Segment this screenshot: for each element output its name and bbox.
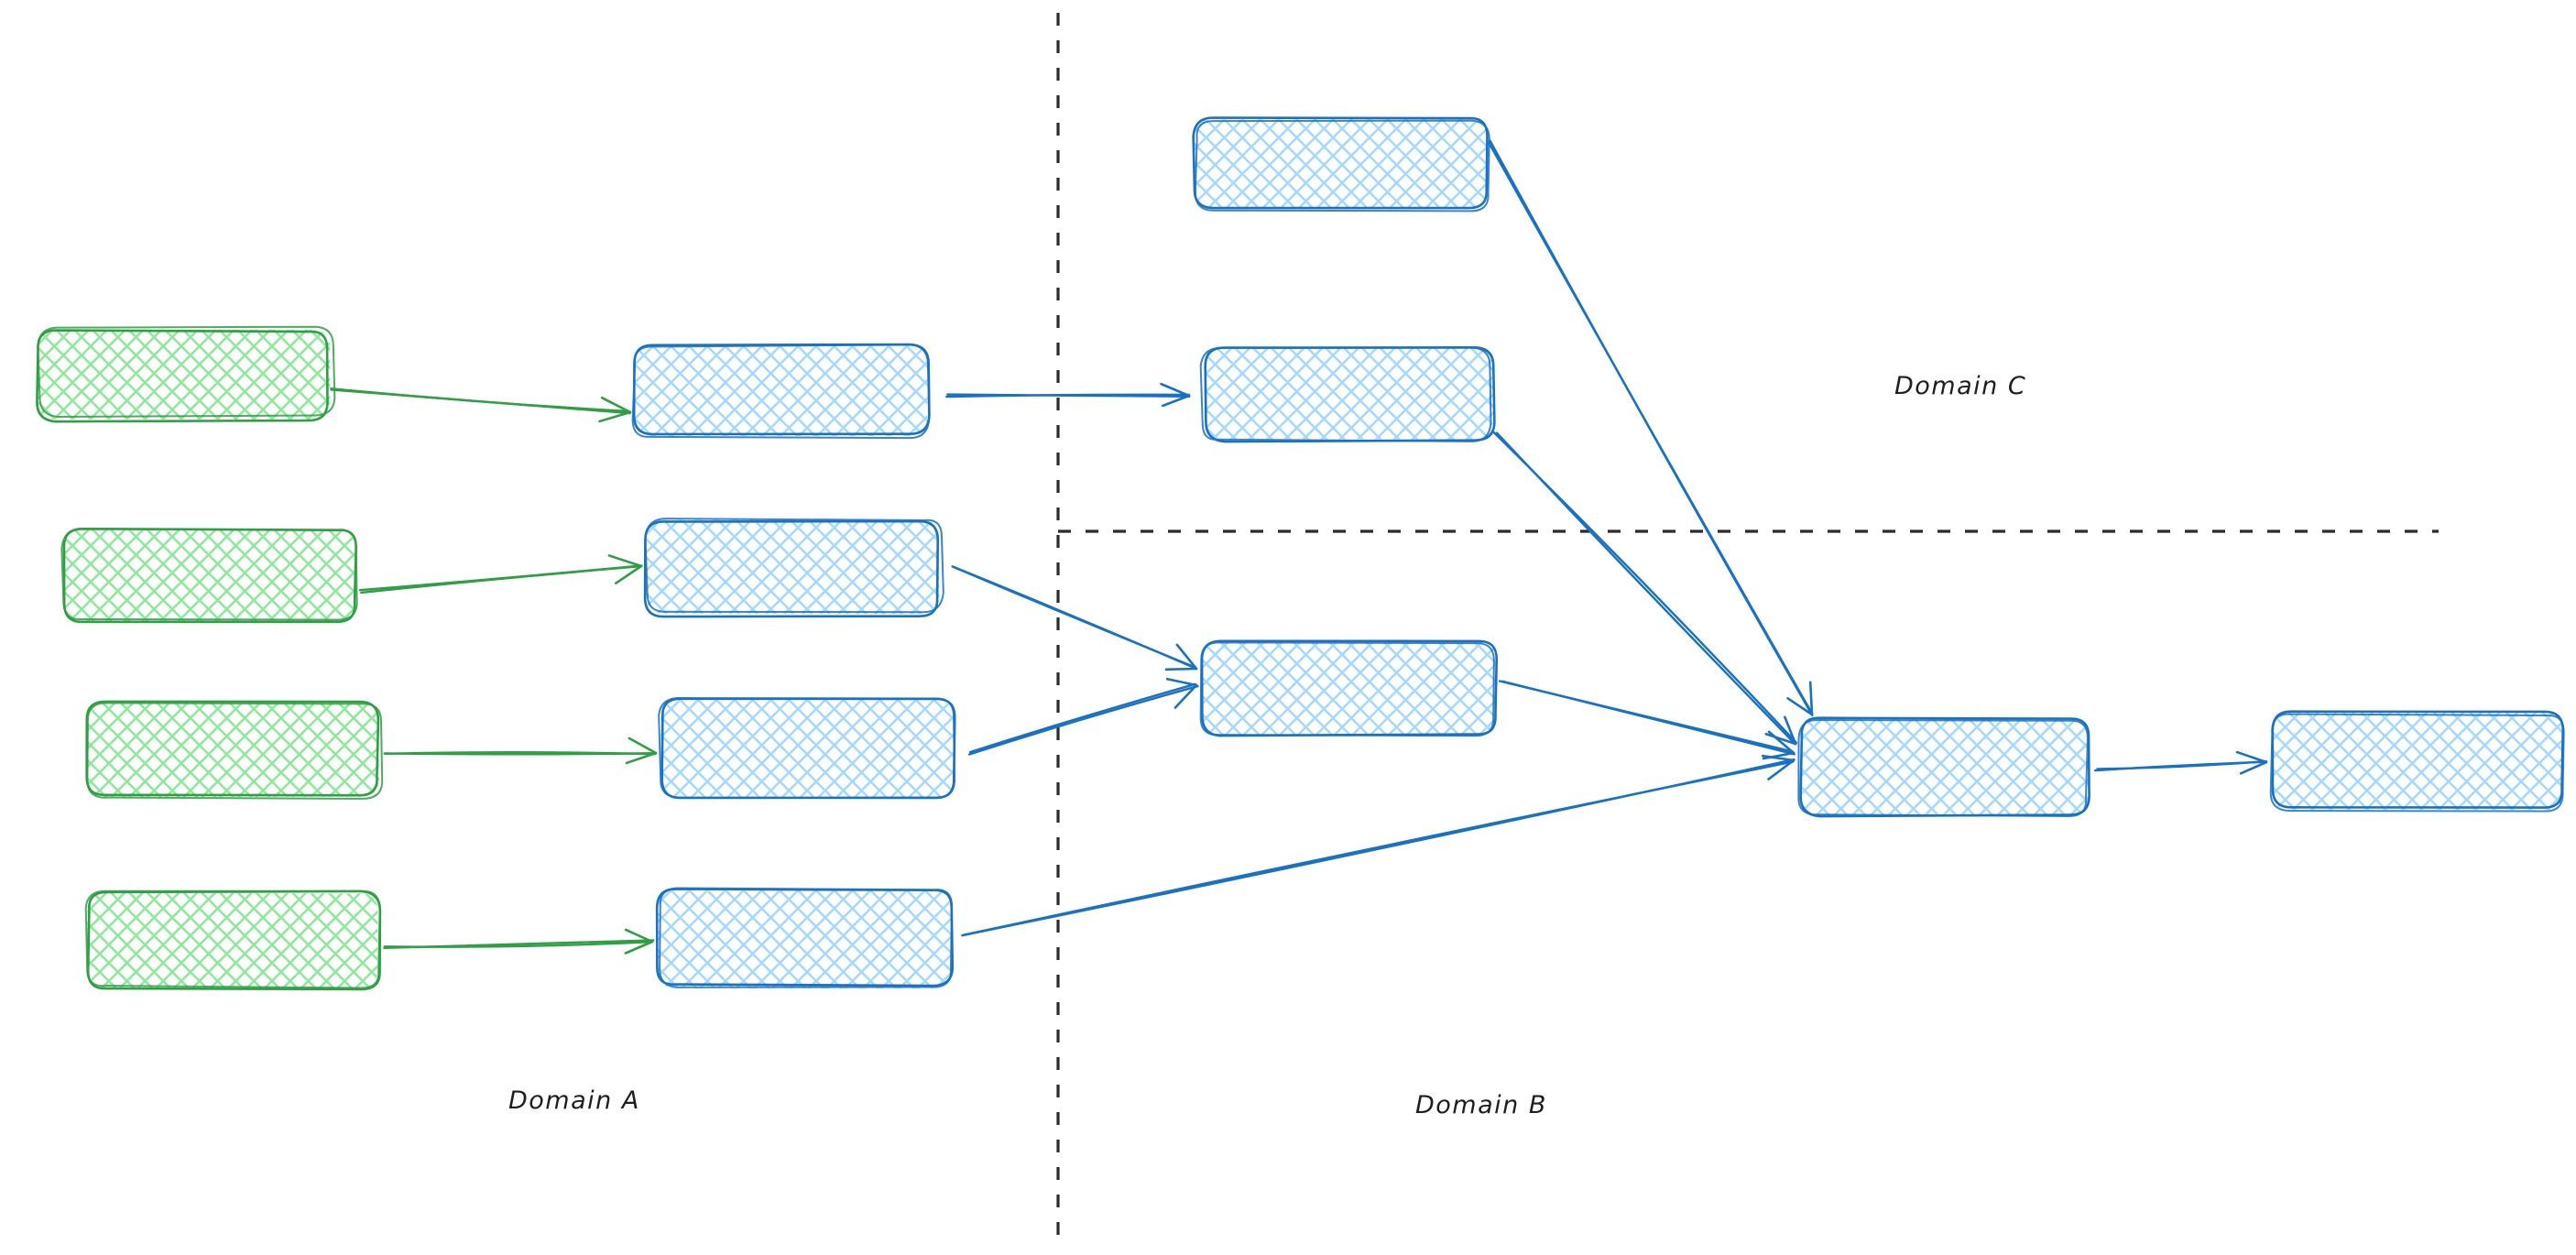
domain-a-label: Domain A: [508, 1086, 640, 1115]
node-a3[interactable]: [85, 700, 384, 800]
node-c3[interactable]: [1199, 639, 1499, 737]
node-a2[interactable]: [60, 527, 358, 624]
node-layer: [36, 116, 2565, 991]
edge-b2-c3: [951, 565, 1198, 671]
edge-a1-b1: [328, 387, 632, 423]
node-c1[interactable]: [1192, 116, 1490, 213]
node-d1[interactable]: [1797, 716, 2090, 818]
node-b1[interactable]: [631, 343, 931, 440]
edge-d1-e1: [2093, 750, 2268, 775]
node-b4[interactable]: [655, 887, 955, 988]
edge-b1-c2: [945, 382, 1191, 408]
edge-layer: [328, 139, 2268, 955]
node-a1[interactable]: [36, 325, 336, 423]
domain-b-label: Domain B: [1415, 1091, 1547, 1119]
edge-c2-d1: [1491, 431, 1798, 746]
edge-b3-c3: [967, 677, 1199, 756]
node-e1[interactable]: [2269, 710, 2565, 813]
domain-c-label: Domain C: [1894, 372, 2026, 400]
edge-a3-b3: [383, 737, 658, 765]
node-b3[interactable]: [658, 697, 956, 800]
edge-c1-d1: [1487, 139, 1814, 716]
edge-c3-d1: [1498, 680, 1796, 760]
node-c2[interactable]: [1199, 346, 1496, 443]
node-a4[interactable]: [84, 889, 382, 991]
edge-b4-d1: [961, 754, 1796, 937]
edge-a4-b4: [383, 928, 655, 955]
node-b2[interactable]: [643, 518, 944, 618]
divider-layer: [1056, 13, 2439, 1246]
edge-a2-b2: [358, 554, 643, 595]
